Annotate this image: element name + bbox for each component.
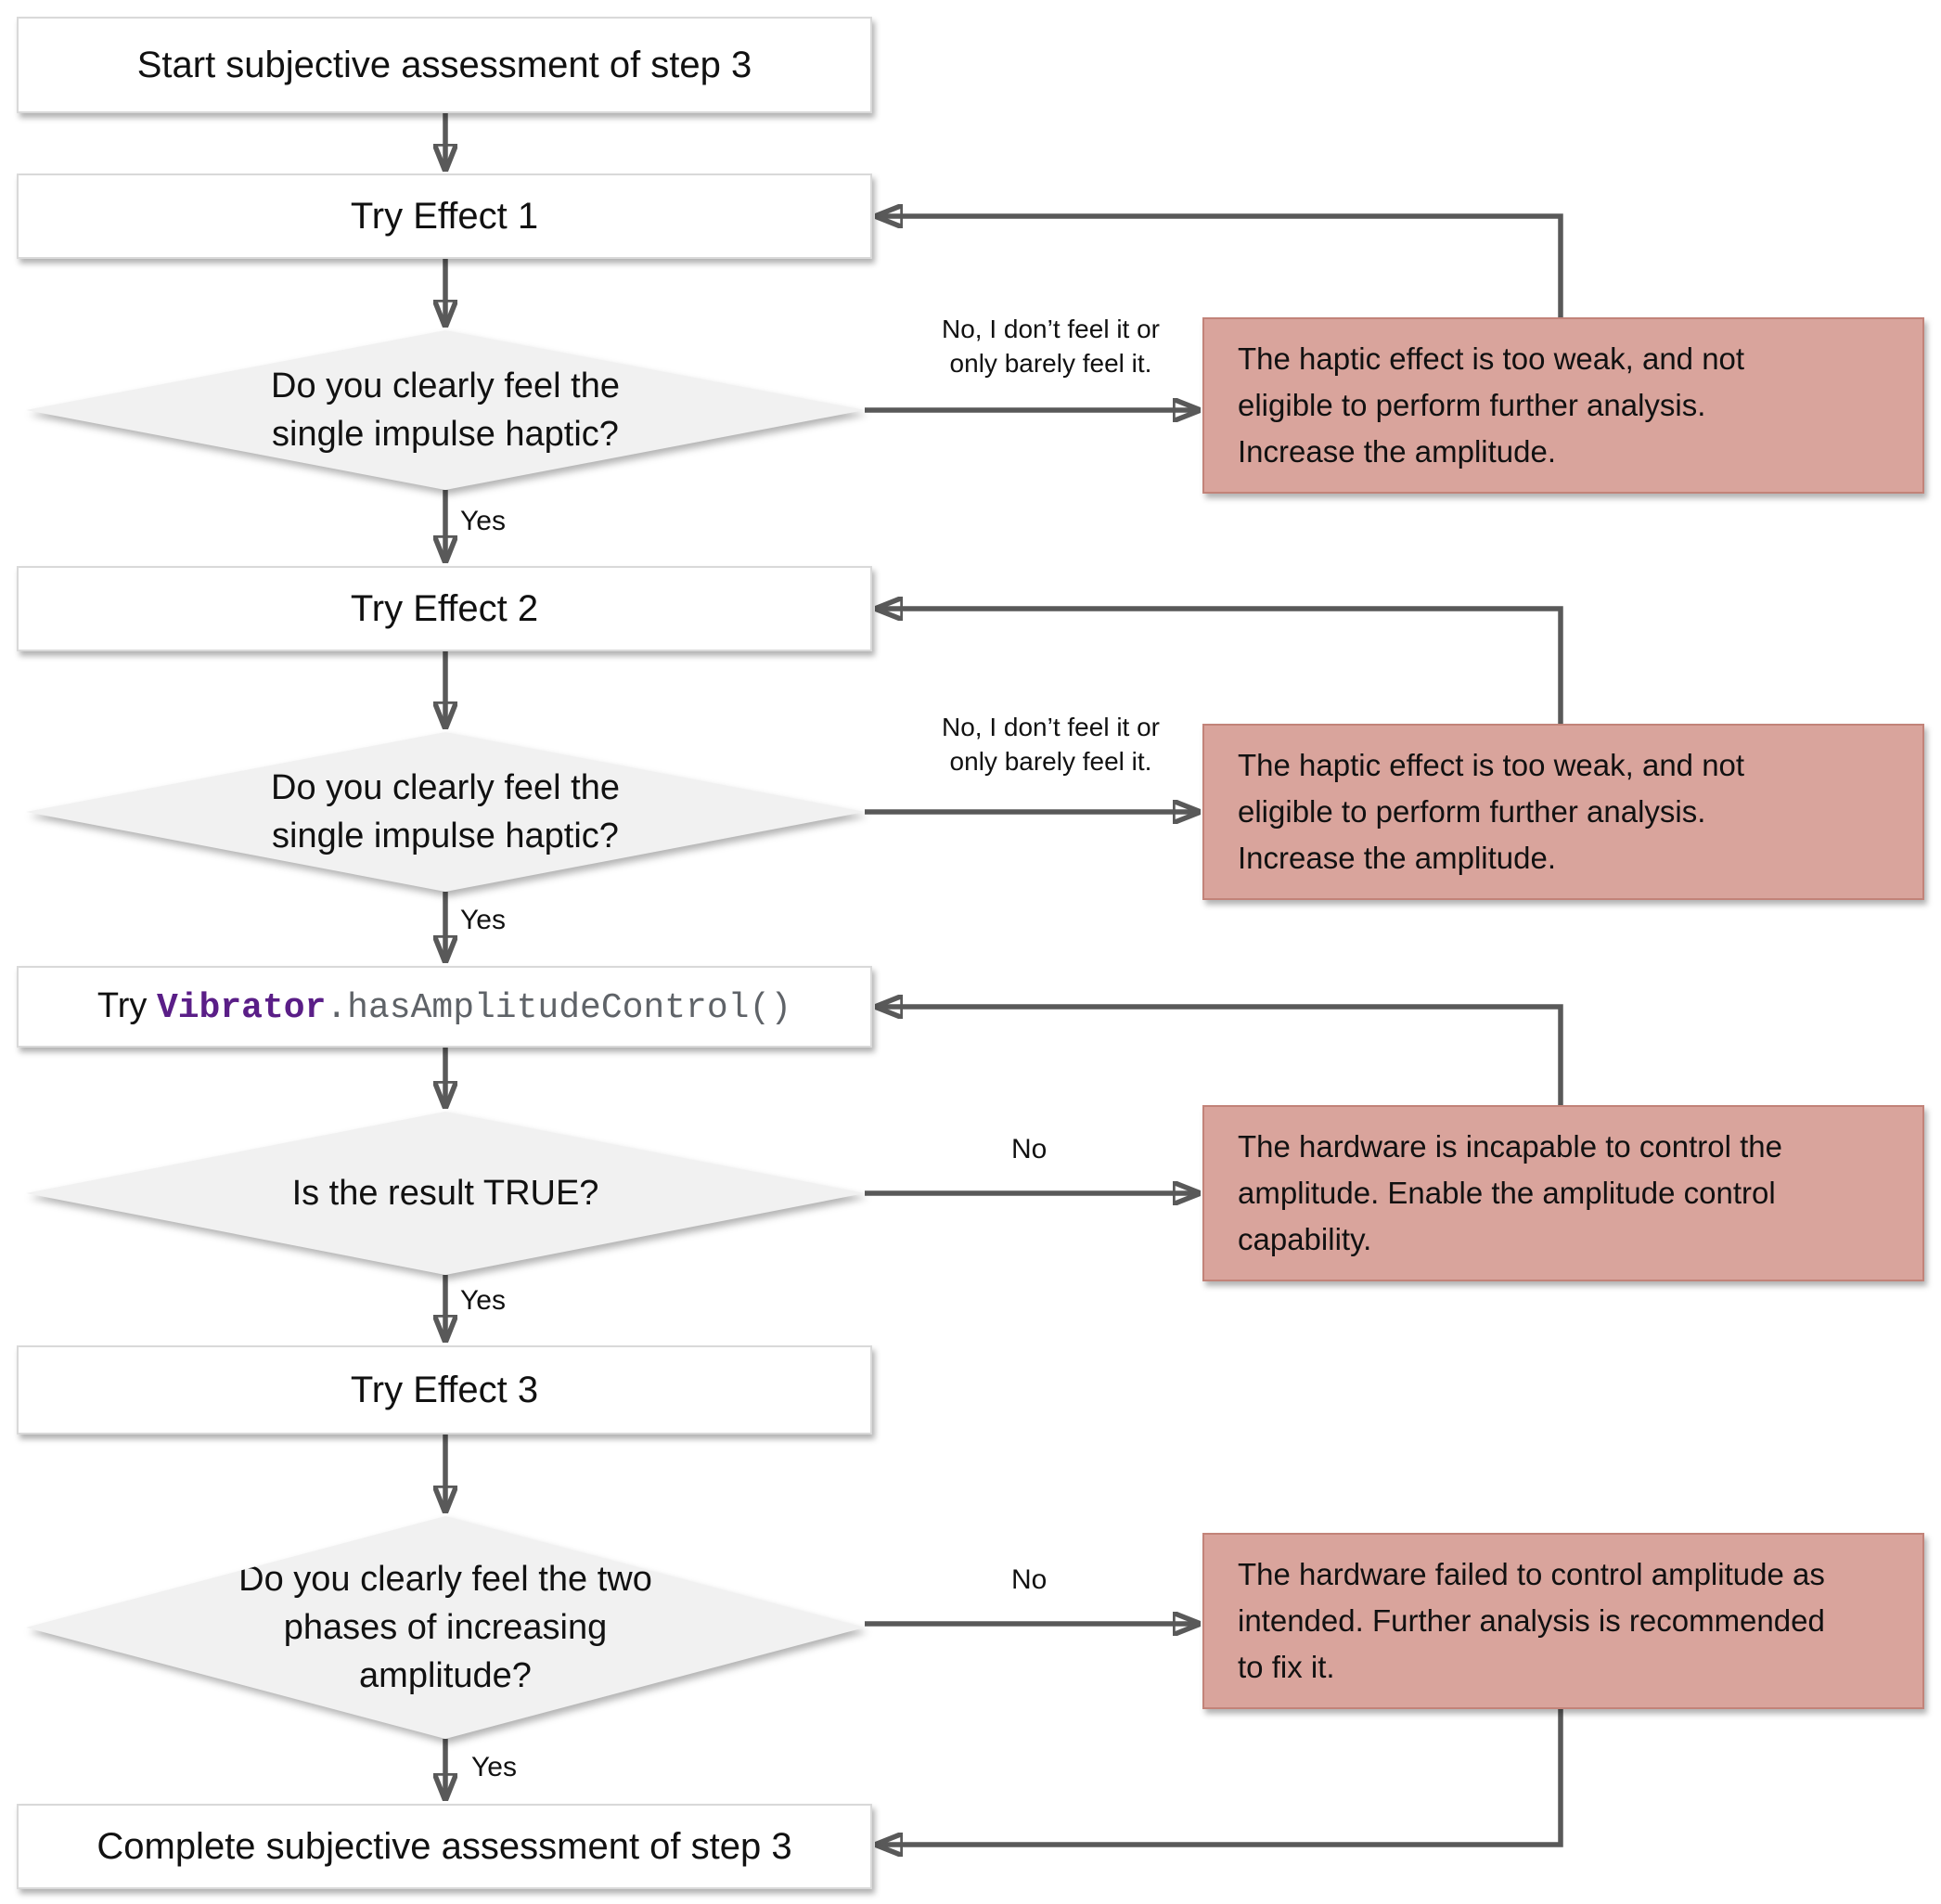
- feedback-error4-to-complete: [876, 1708, 1563, 1845]
- node-decision-result-true-label: Is the result TRUE?: [291, 1174, 599, 1213]
- node-try-effect-2: Try Effect 2: [17, 566, 872, 651]
- node-decision-feel-1-label: Do you clearly feel the single impulse h…: [271, 367, 620, 454]
- code-method-token: .hasAmplitudeControl(): [326, 987, 792, 1028]
- node-decision-feel-1: Do you clearly feel the single impulse h…: [26, 330, 865, 490]
- node-decision-feel-2: Do you clearly feel the single impulse h…: [26, 732, 865, 892]
- node-error-amplitude-failed: The hardware failed to control amplitude…: [1202, 1533, 1924, 1709]
- node-error-weak-2-label: The haptic effect is too weak, and not e…: [1238, 748, 1745, 875]
- decision-diamond: Do you clearly feel the two phases of in…: [26, 1516, 865, 1739]
- code-prefix: Try: [96, 985, 157, 1025]
- edge-label-yes-1: Yes: [460, 506, 506, 536]
- edge-label-yes-3: Yes: [460, 1285, 506, 1316]
- node-try-effect-2-label: Try Effect 2: [350, 587, 539, 629]
- node-try-effect-1-label: Try Effect 1: [350, 195, 539, 237]
- edge-label-no-feel-1: No, I don’t feel it or only barely feel …: [941, 315, 1160, 378]
- feedback-error1-to-try1: [876, 216, 1563, 318]
- node-error-weak-1: The haptic effect is too weak, and not e…: [1202, 317, 1924, 494]
- node-error-no-amplitude-control: The hardware is incapable to control the…: [1202, 1105, 1924, 1281]
- edge-label-no-1: No: [1011, 1134, 1048, 1164]
- edge-label-yes-4: Yes: [471, 1752, 517, 1782]
- node-decision-result-true: Is the result TRUE?: [26, 1112, 865, 1275]
- feedback-error3-to-code: [876, 1007, 1563, 1106]
- node-try-api-label: Try Vibrator.hasAmplitudeControl(): [97, 986, 791, 1028]
- node-error-amplitude-failed-label: The hardware failed to control amplitude…: [1238, 1557, 1825, 1684]
- node-decision-feel-2-label: Do you clearly feel the single impulse h…: [271, 768, 620, 856]
- node-decision-two-phases-label: Do you clearly feel the two phases of in…: [238, 1560, 652, 1695]
- node-start-label: Start subjective assessment of step 3: [136, 44, 752, 85]
- edge-label-no-feel-2: No, I don’t feel it or only barely feel …: [941, 713, 1160, 776]
- edge-label-yes-2: Yes: [460, 905, 506, 935]
- code-object-token: Vibrator: [156, 987, 327, 1028]
- node-complete-label: Complete subjective assessment of step 3: [96, 1825, 792, 1867]
- node-try-effect-3: Try Effect 3: [17, 1345, 872, 1434]
- decision-diamond: Do you clearly feel the single impulse h…: [26, 330, 865, 490]
- decision-diamond: Is the result TRUE?: [26, 1112, 865, 1275]
- decision-diamond: Do you clearly feel the single impulse h…: [26, 732, 865, 892]
- node-start: Start subjective assessment of step 3: [17, 17, 872, 113]
- node-error-weak-1-label: The haptic effect is too weak, and not e…: [1238, 341, 1745, 469]
- node-decision-two-phases: Do you clearly feel the two phases of in…: [26, 1516, 865, 1739]
- node-complete: Complete subjective assessment of step 3: [17, 1804, 872, 1889]
- feedback-error2-to-try2: [876, 609, 1563, 725]
- edge-label-no-2: No: [1011, 1564, 1048, 1595]
- node-error-weak-2: The haptic effect is too weak, and not e…: [1202, 724, 1924, 900]
- node-try-api: Try Vibrator.hasAmplitudeControl(): [17, 966, 872, 1048]
- node-try-effect-1: Try Effect 1: [17, 174, 872, 259]
- node-try-effect-3-label: Try Effect 3: [350, 1369, 539, 1410]
- node-error-no-amplitude-control-label: The hardware is incapable to control the…: [1238, 1129, 1783, 1256]
